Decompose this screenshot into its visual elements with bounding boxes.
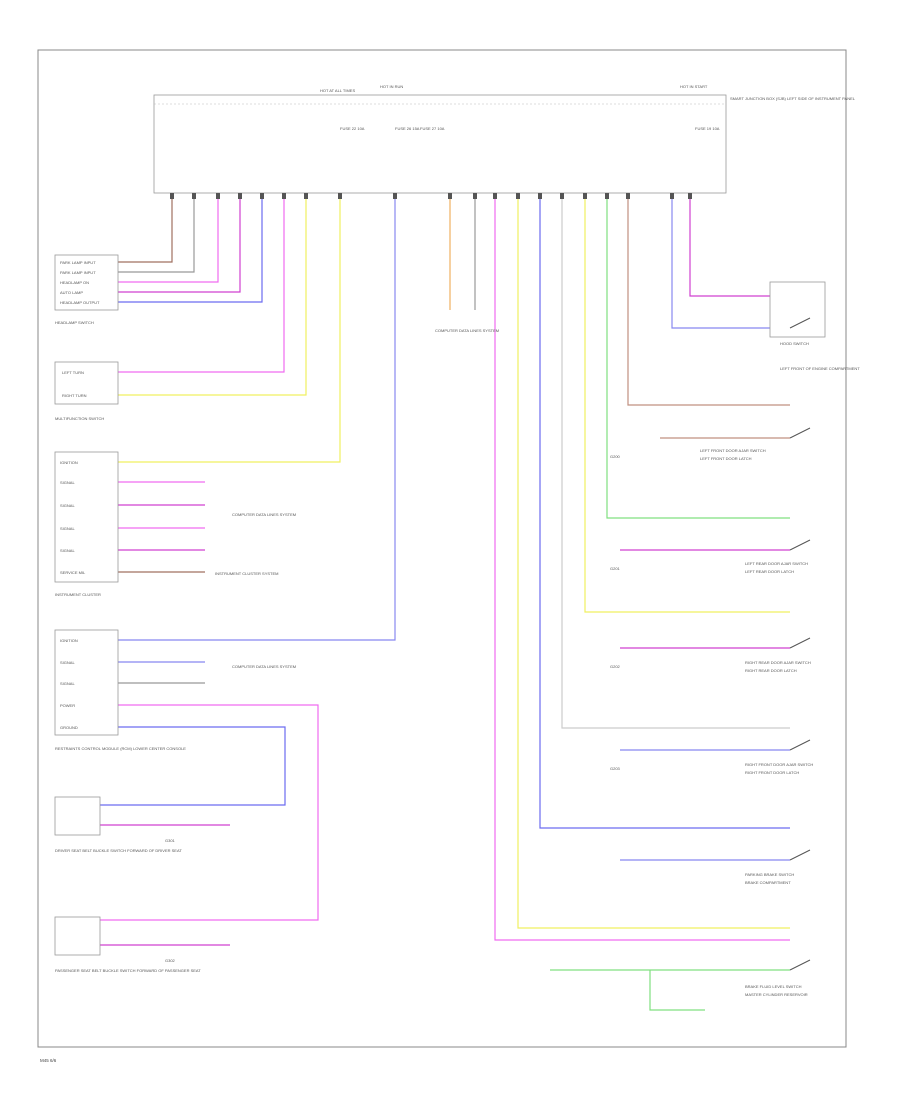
rcm-title: RESTRAINTS CONTROL MODULE (RCM) LOWER CE…	[55, 746, 186, 751]
module-header-3: HOT IN START	[680, 84, 708, 89]
wire-headlamp-1	[118, 195, 173, 263]
ic-pin-2: SIGNAL	[60, 480, 75, 485]
lr-door-switch: LEFT REAR DOOR AJAR SWITCH LEFT REAR DOO…	[745, 539, 811, 574]
instrument-cluster: IGNITION SIGNAL SIGNAL SIGNAL SIGNAL SER…	[54, 451, 296, 597]
right-switches: HOOD SWITCH LEFT FRONT OF ENGINE COMPART…	[700, 281, 860, 997]
sw-rr-desc: RIGHT REAR DOOR LATCH	[745, 668, 797, 673]
ic-side-note: COMPUTER DATA LINES SYSTEM	[232, 512, 296, 517]
sw-hood-name: HOOD SWITCH	[780, 341, 809, 346]
hs-pin-3: HEADLAMP ON	[60, 280, 89, 285]
passenger-buckle-switch: PASSENGER SEAT BELT BUCKLE SWITCH FORWAR…	[54, 916, 201, 973]
wire-rcm-data	[118, 195, 396, 641]
wire-bf-ground	[649, 970, 705, 1011]
wire-green-lr	[606, 195, 790, 519]
drv-buckle-title: DRIVER SEAT BELT BUCKLE SWITCH FORWARD O…	[55, 848, 182, 853]
parking-brake-switch: PARKING BRAKE SWITCH BRAKE COMPARTMENT	[745, 849, 811, 885]
module-note: SMART JUNCTION BOX (SJB) LEFT SIDE OF IN…	[730, 96, 856, 101]
diagram-frame	[37, 49, 847, 1048]
wires	[100, 195, 790, 1011]
ic-ground-note: INSTRUMENT CLUSTER SYSTEM	[215, 571, 279, 576]
ground-label-2: G201	[610, 566, 621, 571]
ic-pin-1: IGNITION	[60, 460, 78, 465]
headlamp-switch: PARK LAMP INPUT PARK LAMP INPUT HEADLAMP…	[54, 254, 119, 325]
rcm-pin-3: SIGNAL	[60, 681, 75, 686]
ic-title: INSTRUMENT CLUSTER	[55, 592, 101, 597]
sw-pb-name: PARKING BRAKE SWITCH	[745, 872, 794, 877]
wire-turn-left	[118, 195, 285, 373]
hs-pin-4: AUTO LAMP	[60, 290, 83, 295]
wire-yellow-long	[517, 195, 790, 929]
sw-lr-desc: LEFT REAR DOOR LATCH	[745, 569, 794, 574]
fuse-label-3: FUSE 27 10A	[420, 126, 445, 131]
wire-blue-long	[539, 195, 790, 829]
ground-label-3: G202	[610, 664, 621, 669]
rr-door-switch: RIGHT REAR DOOR AJAR SWITCH RIGHT REAR D…	[745, 637, 811, 673]
ground-label-1: G200	[610, 454, 621, 459]
wire-hood-2	[689, 195, 790, 297]
hs-pin-1: PARK LAMP INPUT	[60, 260, 96, 265]
pas-buckle-ground: G302	[165, 958, 176, 963]
sw-bf-name: BRAKE FLUID LEVEL SWITCH	[745, 984, 802, 989]
multifunction-switch: LEFT TURN RIGHT TURN MULTIFUNCTION SWITC…	[54, 361, 119, 421]
wire-hood-1	[671, 195, 790, 329]
hood-switch: HOOD SWITCH LEFT FRONT OF ENGINE COMPART…	[769, 281, 860, 371]
brake-fluid-switch: BRAKE FLUID LEVEL SWITCH MASTER CYLINDER…	[745, 959, 811, 997]
footer-code: M45 6/6	[40, 1058, 57, 1063]
ic-pin-4: SIGNAL	[60, 526, 75, 531]
wire-rcm-power	[100, 704, 319, 921]
hs-pin-5: HEADLAMP OUTPUT	[60, 300, 100, 305]
mf-title: MULTIFUNCTION SWITCH	[55, 416, 104, 421]
driver-buckle-switch: DRIVER SEAT BELT BUCKLE SWITCH FORWARD O…	[54, 796, 182, 853]
sw-bf-desc: MASTER CYLINDER RESERVOIR	[745, 992, 808, 997]
wire-pink-long	[494, 195, 790, 941]
ic-pin-5: SIGNAL	[60, 548, 75, 553]
sw-lf-desc: LEFT FRONT DOOR LATCH	[700, 456, 752, 461]
wire-headlamp-5	[118, 195, 263, 303]
restraints-module: IGNITION SIGNAL SIGNAL POWER GROUND REST…	[54, 629, 296, 751]
sw-pb-desc: BRAKE COMPARTMENT	[745, 880, 791, 885]
drv-buckle-ground: G301	[165, 838, 176, 843]
rcm-pin-5: GROUND	[60, 725, 78, 730]
fuse-label-1: FUSE 22 10A	[340, 126, 365, 131]
connector-pins	[170, 193, 692, 199]
rcm-pin-4: POWER	[60, 703, 75, 708]
module-header-2: HOT IN RUN	[380, 84, 403, 89]
rf-door-switch: RIGHT FRONT DOOR AJAR SWITCH RIGHT FRONT…	[745, 739, 813, 775]
ic-pin-3: SIGNAL	[60, 503, 75, 508]
junction-box: HOT AT ALL TIMES HOT IN RUN HOT IN START…	[153, 84, 856, 194]
sw-lf-name: LEFT FRONT DOOR AJAR SWITCH	[700, 448, 766, 453]
ground-label-4: G203	[610, 766, 621, 771]
sw-rf-name: RIGHT FRONT DOOR AJAR SWITCH	[745, 762, 813, 767]
hs-title: HEADLAMP SWITCH	[55, 320, 94, 325]
wire-cluster-ign	[118, 195, 341, 463]
module-header-1: HOT AT ALL TIMES	[320, 88, 355, 93]
mf-pin-2: RIGHT TURN	[62, 393, 87, 398]
rcm-pin-1: IGNITION	[60, 638, 78, 643]
rcm-pin-2: SIGNAL	[60, 660, 75, 665]
lf-door-switch: LEFT FRONT DOOR AJAR SWITCH LEFT FRONT D…	[700, 427, 811, 461]
wire-headlamp-4	[118, 195, 241, 293]
center-note: COMPUTER DATA LINES SYSTEM	[435, 328, 499, 333]
wire-rcm-ground	[100, 726, 286, 806]
sw-lr-name: LEFT REAR DOOR AJAR SWITCH	[745, 561, 808, 566]
pas-buckle-title: PASSENGER SEAT BELT BUCKLE SWITCH FORWAR…	[55, 968, 201, 973]
hs-pin-2: PARK LAMP INPUT	[60, 270, 96, 275]
sw-rf-desc: RIGHT FRONT DOOR LATCH	[745, 770, 799, 775]
sw-hood-desc: LEFT FRONT OF ENGINE COMPARTMENT	[780, 366, 860, 371]
ic-pin-6: SERVICE MIL	[60, 570, 86, 575]
mf-pin-1: LEFT TURN	[62, 370, 84, 375]
rcm-side-note: COMPUTER DATA LINES SYSTEM	[232, 664, 296, 669]
wire-turn-right	[118, 195, 307, 396]
sw-rr-name: RIGHT REAR DOOR AJAR SWITCH	[745, 660, 811, 665]
wire-brown-lf	[627, 195, 790, 406]
fuse-label-2: FUSE 26 15A	[395, 126, 420, 131]
wire-headlamp-3	[118, 195, 219, 283]
wire-headlamp-2	[118, 195, 195, 273]
wire-gray-rf	[561, 195, 790, 729]
wire-yellow-rr	[584, 195, 790, 613]
fuse-label-4: FUSE 19 10A	[695, 126, 720, 131]
